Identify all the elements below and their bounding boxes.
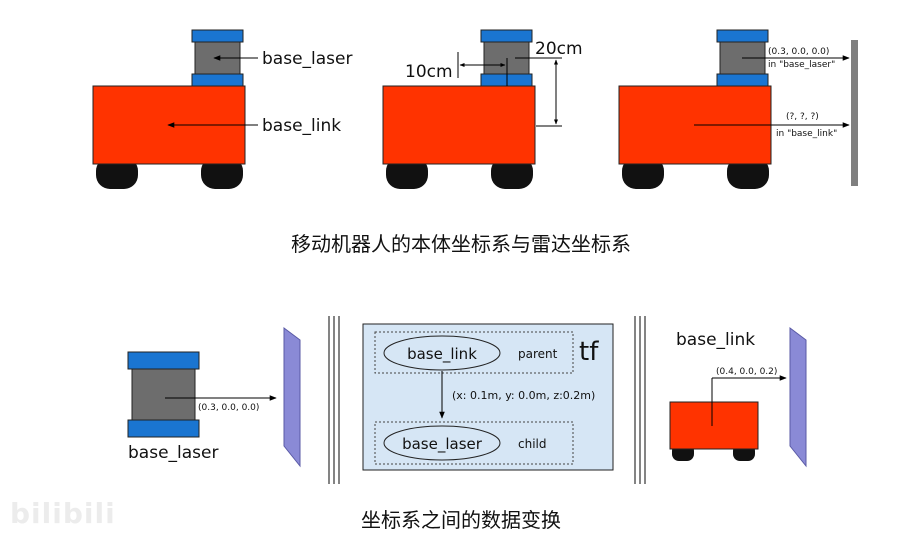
separator-left <box>328 316 340 484</box>
bottom-right-panel <box>789 327 807 468</box>
separator-right <box>634 316 646 484</box>
bottom-laser-label: base_laser <box>128 443 218 463</box>
bottom-laser-body <box>131 367 196 423</box>
tf-panel-box <box>362 323 614 471</box>
robot-2-body <box>382 85 536 165</box>
bottom-right-robot: base_link (0.4, 0.0, 0.2) <box>669 327 807 468</box>
robot-2-10cm-label: 10cm <box>405 62 453 82</box>
bottom-left-panel <box>283 327 301 468</box>
tf-parent-node <box>383 335 501 371</box>
tf-child-label: child <box>518 437 547 451</box>
tf-child-node-label: base_laser <box>402 435 483 454</box>
tf-child-node <box>383 425 501 461</box>
tf-title: tf <box>579 337 599 367</box>
robot-3-link-frame: in "base_link" <box>776 129 837 139</box>
tf-transform-label: (x: 0.1m, y: 0.0m, z:0.2m) <box>452 389 595 402</box>
robot-3: (0.3, 0.0, 0.0) in "base_laser" (?, ?, ?… <box>618 29 858 189</box>
tf-parent-label: parent <box>518 347 558 361</box>
bottom-laser-coords: (0.3, 0.0, 0.0) <box>198 403 259 413</box>
robot-1-wheel-left <box>96 157 138 189</box>
robot-1-base-laser-label: base_laser <box>262 49 352 69</box>
robot-3-link-coords: (?, ?, ?) <box>786 112 819 122</box>
tf-panel: tf base_link parent (x: 0.1m, y: 0.0m, z… <box>362 323 614 471</box>
robot-1-laser-bottom-cap <box>191 73 244 87</box>
robot-3-wheel-left <box>622 157 664 189</box>
robot-1-laser-top-cap <box>191 29 244 43</box>
robot-1-base-link-label: base_link <box>262 116 341 136</box>
bottom-robot-label: base_link <box>676 330 755 350</box>
caption-top: 移动机器人的本体坐标系与雷达坐标系 <box>291 232 631 256</box>
caption-bottom: 坐标系之间的数据变换 <box>361 508 561 532</box>
robot-3-laser-bottom-cap <box>716 73 769 87</box>
robot-2: 10cm 20cm <box>382 29 583 189</box>
robot-2-wheel-right <box>491 157 533 189</box>
robot-1-wheel-right <box>201 157 243 189</box>
bottom-left-laser: (0.3, 0.0, 0.0) base_laser <box>127 327 301 468</box>
bottom-robot-body <box>669 401 759 450</box>
robot-3-wheel-right <box>727 157 769 189</box>
robot-3-laser-frame: in "base_laser" <box>768 60 835 70</box>
bottom-laser-bottom-cap <box>127 419 200 438</box>
robot-2-laser-top-cap <box>480 29 533 43</box>
bottom-laser-top-cap <box>127 351 200 370</box>
tf-parent-box <box>374 331 574 374</box>
robot-1: base_laser base_link <box>92 29 352 189</box>
robot-2-wheel-left <box>386 157 428 189</box>
bilibili-watermark: bilibili <box>10 497 116 530</box>
tf-parent-node-label: base_link <box>407 345 477 364</box>
bottom-robot-coords: (0.4, 0.0, 0.2) <box>716 367 777 377</box>
robot-3-wall <box>851 40 858 186</box>
robot-3-laser-coords: (0.3, 0.0, 0.0) <box>768 47 829 57</box>
robot-3-laser-top-cap <box>716 29 769 43</box>
robot-2-20cm-label: 20cm <box>535 39 583 59</box>
